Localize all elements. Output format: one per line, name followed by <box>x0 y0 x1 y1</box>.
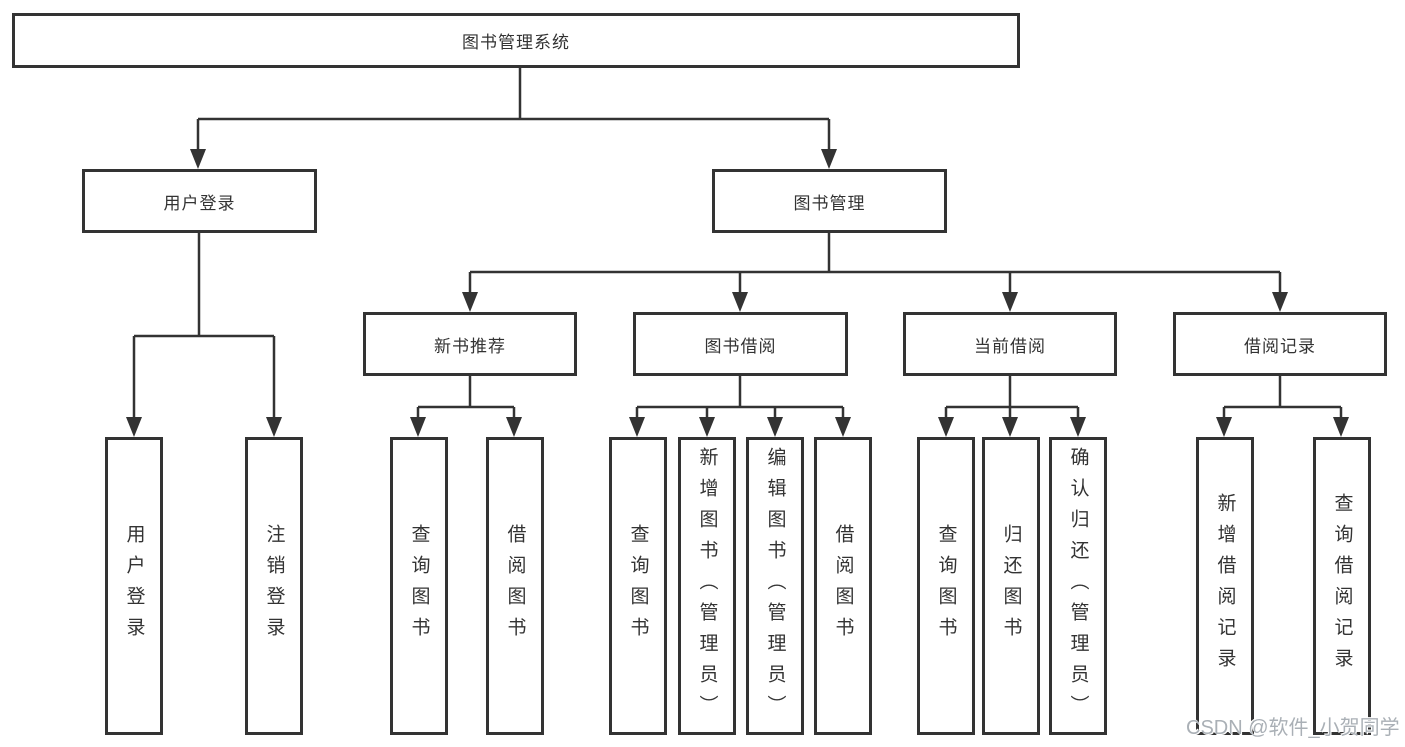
node-root-label: 图书管理系统 <box>462 33 570 52</box>
node-borrow-records-label: 借阅记录 <box>1244 336 1316 356</box>
leaf-label: 新增图书（管理员） <box>696 446 718 726</box>
connector-user-login-children <box>126 233 282 437</box>
leaf-confirm-return-admin: 确认归还（管理员） <box>1049 437 1107 735</box>
connector-book-borrow-children <box>629 376 851 437</box>
leaf-label: 查询图书 <box>627 524 649 648</box>
node-book-borrow: 图书借阅 <box>633 312 848 376</box>
csdn-watermark: CSDN @软件_小贺同学 <box>1186 717 1400 739</box>
node-book-mgmt: 图书管理 <box>712 169 947 233</box>
connector-book-mgmt-children <box>462 233 1288 312</box>
leaf-label: 查询图书 <box>408 524 430 648</box>
leaf-borrow-books: 借阅图书 <box>814 437 872 735</box>
node-new-book-rec-label: 新书推荐 <box>434 336 506 356</box>
leaf-user-login: 用户登录 <box>105 437 163 735</box>
leaf-label: 注销登录 <box>263 524 285 648</box>
node-borrow-records: 借阅记录 <box>1173 312 1387 376</box>
leaf-borrow-books-rec: 借阅图书 <box>486 437 544 735</box>
leaf-query-books-current: 查询图书 <box>917 437 975 735</box>
leaf-query-books-borrow: 查询图书 <box>609 437 667 735</box>
leaf-edit-book-admin: 编辑图书（管理员） <box>746 437 804 735</box>
node-current-borrow-label: 当前借阅 <box>974 336 1046 356</box>
leaf-label: 归还图书 <box>1000 524 1022 648</box>
leaf-label: 编辑图书（管理员） <box>764 446 786 726</box>
leaf-add-book-admin: 新增图书（管理员） <box>678 437 736 735</box>
node-book-borrow-label: 图书借阅 <box>704 336 777 356</box>
leaf-label: 借阅图书 <box>832 524 854 648</box>
leaf-logout: 注销登录 <box>245 437 303 735</box>
node-user-login: 用户登录 <box>82 169 317 233</box>
leaf-query-books-rec: 查询图书 <box>390 437 448 735</box>
node-root: 图书管理系统 <box>12 13 1020 68</box>
leaf-query-borrow-record: 查询借阅记录 <box>1313 437 1371 735</box>
leaf-label: 借阅图书 <box>504 524 526 648</box>
leaf-label: 确认归还（管理员） <box>1067 446 1089 726</box>
node-current-borrow: 当前借阅 <box>903 312 1117 376</box>
connector-borrow-records-children <box>1216 376 1349 437</box>
leaf-label: 查询图书 <box>935 524 957 648</box>
leaf-return-book: 归还图书 <box>982 437 1040 735</box>
connector-root-to-level2 <box>190 68 837 169</box>
leaf-label: 用户登录 <box>123 524 145 648</box>
node-new-book-rec: 新书推荐 <box>363 312 577 376</box>
leaf-add-borrow-record: 新增借阅记录 <box>1196 437 1254 735</box>
node-book-mgmt-label: 图书管理 <box>793 193 866 213</box>
leaf-label: 新增借阅记录 <box>1214 493 1236 679</box>
connector-current-borrow-children <box>938 376 1086 437</box>
connector-new-book-rec-children <box>410 376 522 437</box>
node-user-login-label: 用户登录 <box>163 193 236 213</box>
leaf-label: 查询借阅记录 <box>1331 493 1353 679</box>
